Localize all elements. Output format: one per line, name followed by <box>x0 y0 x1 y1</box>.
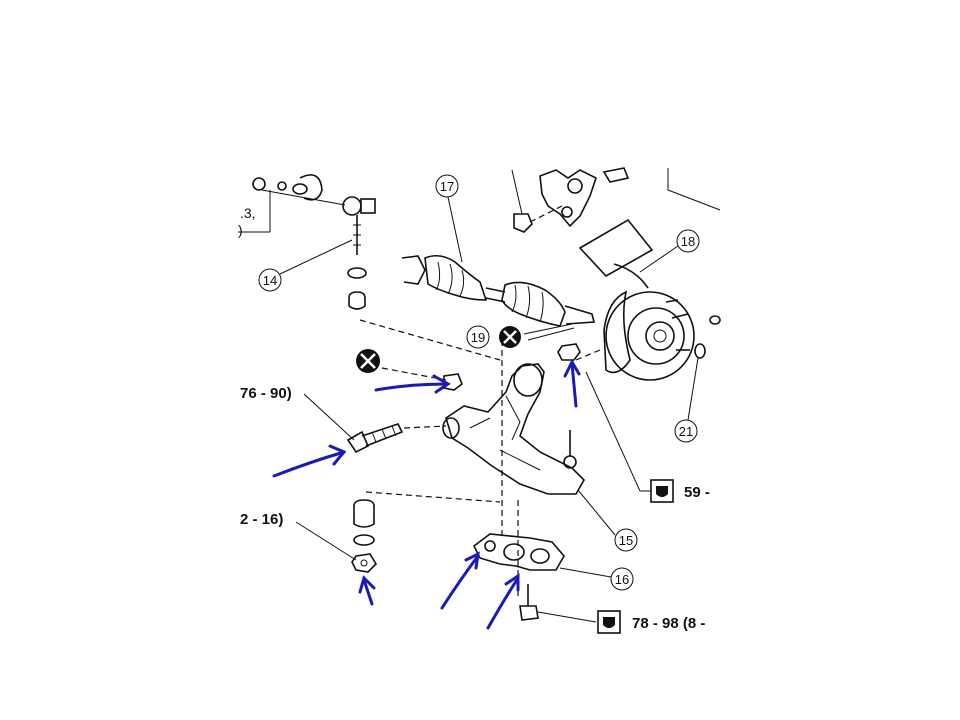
lower-control-arm <box>442 363 585 495</box>
arm-bolt <box>346 423 404 454</box>
svg-text:18: 18 <box>681 234 695 249</box>
blue-arrow-lower-nut <box>358 575 376 606</box>
blue-arrow-bolt <box>272 444 347 478</box>
gusset-plate <box>472 533 565 571</box>
svg-text:17: 17 <box>440 179 454 194</box>
callout-14: 14 <box>258 239 353 292</box>
do-not-reuse-icon-nut <box>356 349 380 373</box>
callout-15: 15 <box>577 489 638 552</box>
do-not-reuse-icon-19 <box>499 326 521 348</box>
torque-spec-a: 76 - 90) <box>240 385 292 402</box>
gusset-bolt <box>519 584 597 623</box>
svg-text:21: 21 <box>679 424 693 439</box>
torque-spec-f: ) <box>238 222 243 238</box>
torque-spec-b: 2 - 16) <box>240 511 283 528</box>
callout-21: 21 <box>674 343 706 443</box>
svg-text:16: 16 <box>615 572 629 587</box>
steering-knuckle <box>511 167 721 233</box>
alignment-line-1 <box>359 319 501 361</box>
torque-icon-59 <box>585 371 674 503</box>
torque-spec-d: 78 - 98 (8 - <box>632 615 705 632</box>
highlight-arrows <box>272 358 581 630</box>
blue-arrow-gusset-right <box>486 573 520 630</box>
svg-text:19: 19 <box>471 330 485 345</box>
torque-spec-c: 59 - <box>684 484 710 501</box>
svg-text:14: 14 <box>263 273 277 288</box>
alignment-line-5 <box>403 425 447 429</box>
cotter-pin <box>523 323 575 341</box>
brake-shield <box>578 218 721 381</box>
castle-nut <box>557 343 581 361</box>
stabilizer-link-assembly <box>238 174 376 310</box>
callout-19: 19 <box>466 325 490 349</box>
torque-spec-e: .3, <box>240 205 256 221</box>
lower-bushing-stack <box>351 499 378 573</box>
blue-arrow-nut-top <box>374 374 451 394</box>
drive-shaft <box>401 254 596 327</box>
callout-17: 17 <box>435 174 463 263</box>
svg-text:15: 15 <box>619 533 633 548</box>
torque-icon-78 <box>597 610 621 634</box>
alignment-line-3 <box>365 491 501 503</box>
blue-arrow-gusset-left <box>440 551 480 610</box>
callout-18: 18 <box>639 229 700 273</box>
alignment-line-7 <box>575 349 601 361</box>
callout-16: 16 <box>559 567 634 591</box>
blue-arrow-castle-nut <box>563 358 581 408</box>
